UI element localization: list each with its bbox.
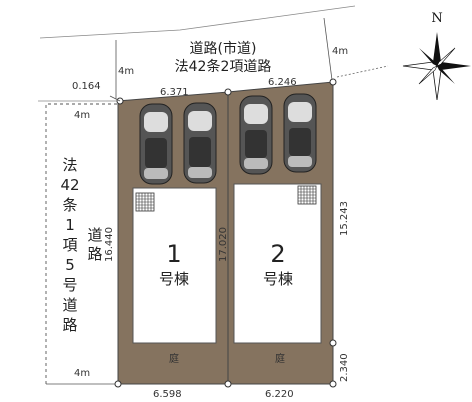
- house-2: [233, 183, 322, 344]
- dim-bottom-lot2: 6.220: [265, 389, 294, 400]
- width-top-right: 4m: [332, 46, 348, 57]
- road-top-edge: [39, 5, 356, 39]
- north-arrow-icon: [402, 32, 471, 101]
- setback-leader: [109, 95, 121, 102]
- building-1-number: 1: [166, 240, 181, 268]
- garden-2-label: 庭: [275, 352, 285, 365]
- svg-text:道: 道: [62, 296, 77, 314]
- garden-1-label: 庭: [169, 352, 179, 365]
- width-left-bottom: 4m: [74, 368, 90, 379]
- dim-line-top-right: [323, 17, 333, 81]
- dim-bottom-lot1: 6.598: [153, 389, 182, 400]
- building-2-number: 2: [270, 240, 285, 268]
- svg-text:道: 道: [87, 226, 102, 244]
- svg-text:法: 法: [62, 156, 77, 174]
- building-1-label: 号棟: [159, 270, 189, 288]
- meter-box-1: [135, 192, 155, 212]
- svg-text:項: 項: [62, 236, 77, 254]
- dim-middle-depth: 17.020: [218, 227, 229, 262]
- svg-text:1: 1: [65, 216, 75, 234]
- width-left-top: 4m: [74, 110, 90, 121]
- corner-markers: [114, 78, 337, 388]
- svg-text:条: 条: [62, 196, 77, 214]
- svg-text:路: 路: [87, 245, 102, 263]
- road-left-label: 法 42 条 1 項 5 号 道 路 道 路: [60, 156, 102, 334]
- width-top-left: 4m: [118, 66, 134, 77]
- north-label: N: [431, 11, 442, 26]
- svg-text:42: 42: [60, 176, 79, 194]
- car-icon: [183, 102, 217, 184]
- svg-text:号: 号: [62, 276, 77, 294]
- meter-box-2: [297, 185, 317, 205]
- car-icon: [139, 103, 173, 185]
- building-2-label: 号棟: [263, 270, 293, 288]
- dim-right-bottom: 2.340: [339, 353, 350, 382]
- dim-top-lot1: 6.371: [160, 87, 189, 98]
- road-top-line2: 法42条2項道路: [175, 58, 272, 75]
- svg-text:5: 5: [65, 256, 75, 274]
- svg-text:路: 路: [62, 316, 77, 334]
- house-1: [132, 187, 217, 344]
- dim-setback: 0.164: [72, 81, 101, 92]
- road-extension-line: [336, 65, 389, 78]
- dim-top-lot2: 6.246: [268, 77, 297, 88]
- dim-left-depth: 16.440: [104, 227, 115, 262]
- road-top-line1: 道路(市道): [190, 40, 257, 57]
- dim-right-depth: 15.243: [339, 201, 350, 236]
- car-icon: [283, 93, 317, 173]
- car-icon: [239, 95, 273, 175]
